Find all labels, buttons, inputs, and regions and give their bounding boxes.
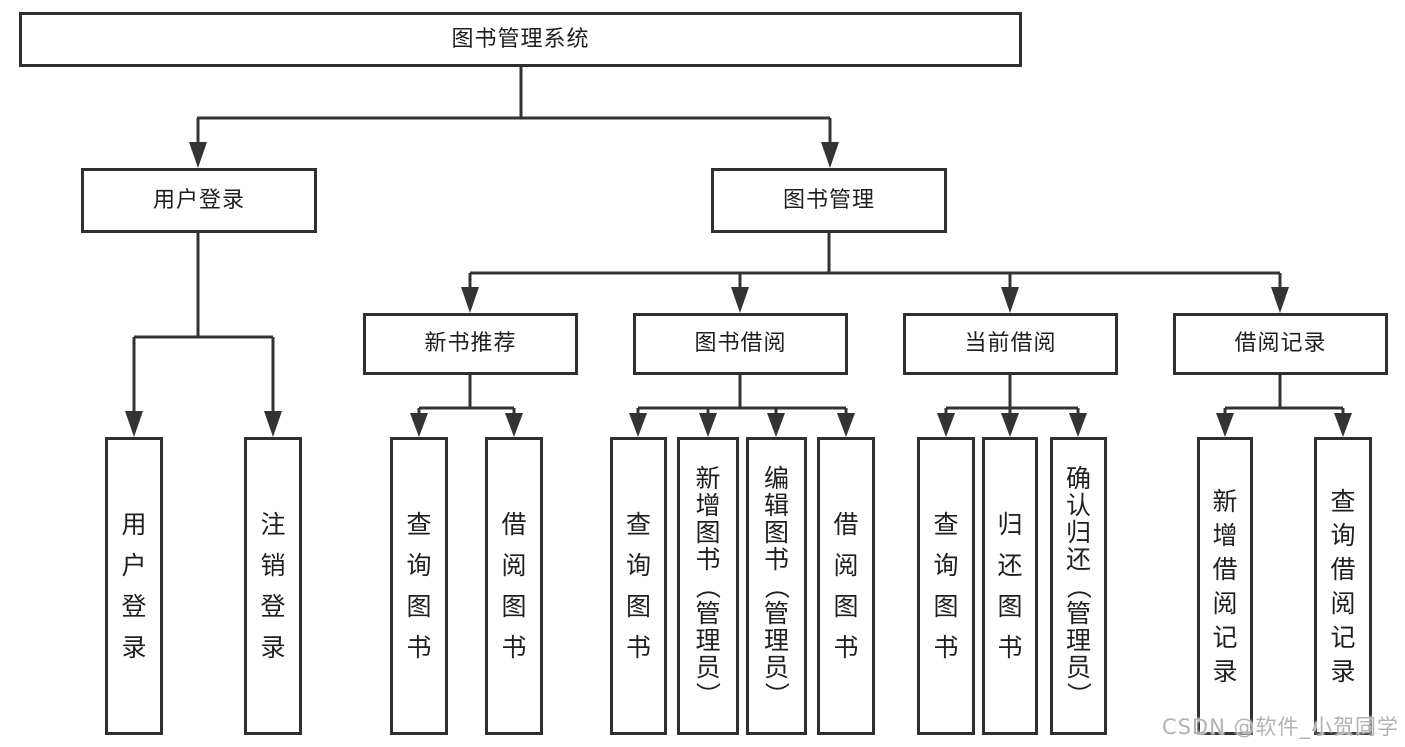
node-label: 查询借阅记录 <box>1330 486 1356 686</box>
node-label: 借阅记录 <box>1234 331 1327 356</box>
node-edit-book-admin: 编辑图书（管理员） <box>746 437 807 735</box>
node-label: 当前借阅 <box>964 331 1057 356</box>
node-library-management-system: 图书管理系统 <box>19 12 1022 67</box>
node-borrow-records: 借阅记录 <box>1173 313 1388 375</box>
node-return-book: 归还图书 <box>982 437 1038 735</box>
node-new-book-recommendation: 新书推荐 <box>363 313 578 375</box>
node-label: 新增图书（管理员） <box>693 463 723 707</box>
node-user-login: 用户登录 <box>81 168 317 233</box>
node-label: 用户登录 <box>121 510 147 662</box>
node-label: 图书管理系统 <box>451 26 590 52</box>
node-label: 归还图书 <box>997 510 1023 662</box>
csdn-watermark: CSDN @软件_小贺同学 <box>1161 715 1399 739</box>
node-query-books-2: 查询图书 <box>610 437 667 735</box>
node-label: 图书借阅 <box>694 331 787 356</box>
node-add-borrow-record: 新增借阅记录 <box>1197 437 1253 735</box>
node-borrow-books-1: 借阅图书 <box>485 437 543 735</box>
node-book-borrowing: 图书借阅 <box>633 313 848 375</box>
node-label: 借阅图书 <box>833 510 859 662</box>
node-label: 确认归还（管理员） <box>1063 463 1093 707</box>
node-query-books-3: 查询图书 <box>917 437 975 735</box>
node-label: 查询图书 <box>625 510 651 662</box>
node-current-borrowing: 当前借阅 <box>903 313 1118 375</box>
node-query-borrow-record: 查询借阅记录 <box>1314 437 1372 735</box>
node-borrow-books-2: 借阅图书 <box>817 437 875 735</box>
node-label: 用户登录 <box>152 187 245 213</box>
node-label: 新增借阅记录 <box>1212 486 1238 686</box>
node-book-management: 图书管理 <box>711 168 947 233</box>
node-label: 查询图书 <box>406 510 432 662</box>
node-user-login-action: 用户登录 <box>105 437 163 735</box>
node-query-books-1: 查询图书 <box>390 437 448 735</box>
node-add-book-admin: 新增图书（管理员） <box>677 437 739 735</box>
node-label: 编辑图书（管理员） <box>761 463 791 707</box>
node-label: 借阅图书 <box>501 510 527 662</box>
node-confirm-return-admin: 确认归还（管理员） <box>1050 437 1107 735</box>
node-label: 注销登录 <box>260 510 286 662</box>
node-label: 新书推荐 <box>424 331 517 356</box>
node-logout: 注销登录 <box>244 437 302 735</box>
node-label: 图书管理 <box>782 187 875 213</box>
node-label: 查询图书 <box>933 510 959 662</box>
